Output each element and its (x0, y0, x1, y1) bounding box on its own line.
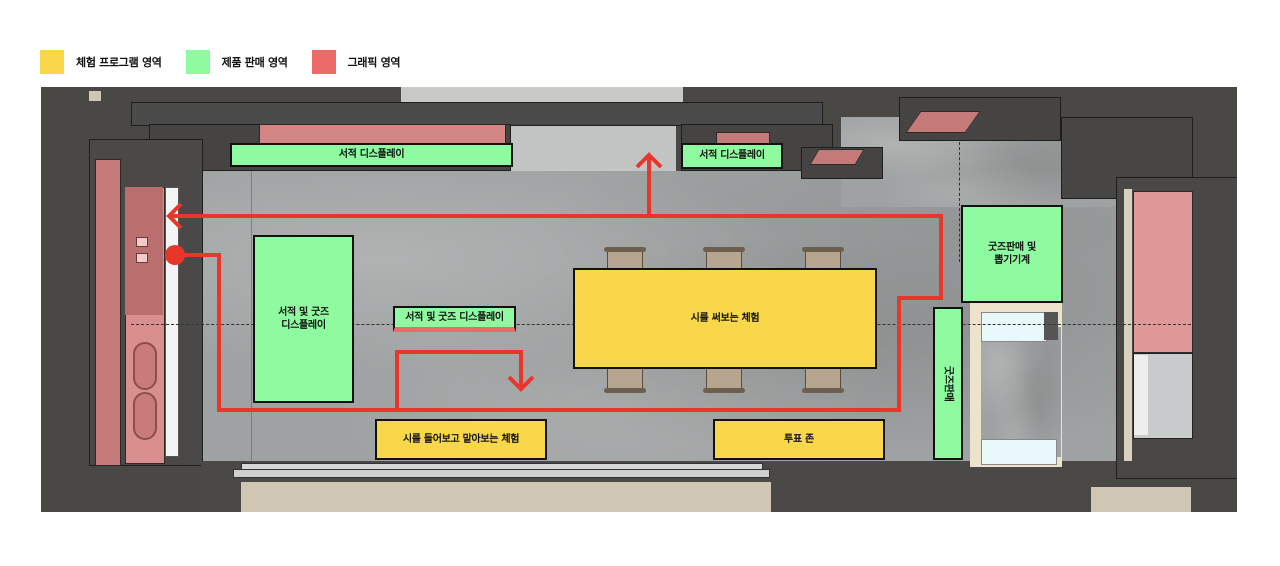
zone-book-display-top-right[interactable]: 서적 디스플레이 (681, 143, 783, 169)
zone-book-display-top-left[interactable]: 서적 디스플레이 (230, 143, 513, 167)
legend-swatch-red (311, 50, 336, 74)
zone-label: 서적 및 굿즈 디스플레이 (405, 311, 504, 323)
left-graphic-wall-outer (95, 159, 121, 466)
legend: 체험 프로그램 영역 제품 판매 영역 그래픽 영역 (40, 50, 424, 74)
arrow-left-icon (166, 202, 183, 230)
chair (604, 366, 646, 393)
floor-plan: 서적 디스플레이 서적 디스플레이 서적 및 굿즈 디스플레이 서적 및 굿즈 … (41, 87, 1237, 512)
zone-label: 투표 존 (784, 433, 814, 445)
legend-swatch-green (185, 50, 210, 74)
service-bench-glass (981, 439, 1057, 465)
chair (802, 366, 844, 393)
legend-item-product: 제품 판매 영역 (185, 50, 288, 74)
zone-label-line1: 서적 및 굿즈 (278, 306, 329, 318)
zone-label-line2: 디스플레이 (281, 320, 326, 331)
graphic-oval (133, 342, 157, 390)
zone-goods-sale[interactable]: 굿즈판매 (933, 307, 963, 460)
zone-label: 시를 써보는 체험 (690, 312, 760, 324)
zone-vote[interactable]: 투표 존 (713, 419, 885, 460)
zone-goods-sale-vending[interactable]: 굿즈판매 및 뽑기기계 (961, 205, 1063, 303)
zone-listen-smell-experience[interactable]: 시를 들어보고 맡아보는 체험 (375, 419, 547, 460)
left-graphic-door-upper (125, 187, 163, 315)
bottom-ledge-lower (233, 469, 770, 478)
legend-item-experience: 체험 프로그램 영역 (40, 50, 162, 74)
zone-poem-writing-experience[interactable]: 시를 써보는 체험 (573, 268, 877, 369)
bottom-right-step (1091, 487, 1191, 512)
service-shelf-end (1044, 312, 1058, 340)
chair (703, 366, 745, 393)
zone-label: 시를 들어보고 맡아보는 체험 (402, 433, 520, 445)
right-graphic-window (1133, 191, 1193, 353)
bottom-entrance-step (241, 482, 771, 512)
legend-item-graphic: 그래픽 영역 (311, 50, 401, 74)
zone-label: 서적 디스플레이 (699, 150, 765, 162)
service-floor (981, 327, 1061, 457)
vent-icon (136, 253, 148, 263)
route-start-icon (165, 245, 185, 265)
floor-seam (251, 171, 252, 461)
zone-label-line2: 뽑기기계 (994, 255, 1030, 266)
legend-label: 체험 프로그램 영역 (76, 56, 162, 69)
top-wall (131, 102, 823, 126)
vent-icon (136, 237, 148, 247)
zone-label: 서적 디스플레이 (338, 149, 405, 161)
window-pane (1134, 355, 1148, 435)
visitor-route (165, 152, 943, 412)
route-branch-down (395, 350, 523, 410)
route-main-line (169, 214, 943, 412)
dashed-line (959, 142, 960, 262)
arrow-down-icon (507, 375, 535, 392)
legend-label: 제품 판매 영역 (221, 56, 288, 69)
beam-detail (89, 91, 101, 101)
legend-label: 그래픽 영역 (347, 56, 401, 69)
legend-swatch-yellow (40, 50, 64, 74)
zone-label-line1: 굿즈판매 및 (988, 241, 1036, 253)
outside-corridor (401, 87, 683, 102)
right-door-frame (1124, 189, 1132, 461)
zone-book-goods-display-large[interactable]: 서적 및 굿즈 디스플레이 (253, 235, 354, 403)
graphic-oval (133, 392, 157, 440)
zone-book-goods-display-small[interactable]: 서적 및 굿즈 디스플레이 (393, 306, 516, 332)
arrow-up-icon (635, 152, 663, 169)
